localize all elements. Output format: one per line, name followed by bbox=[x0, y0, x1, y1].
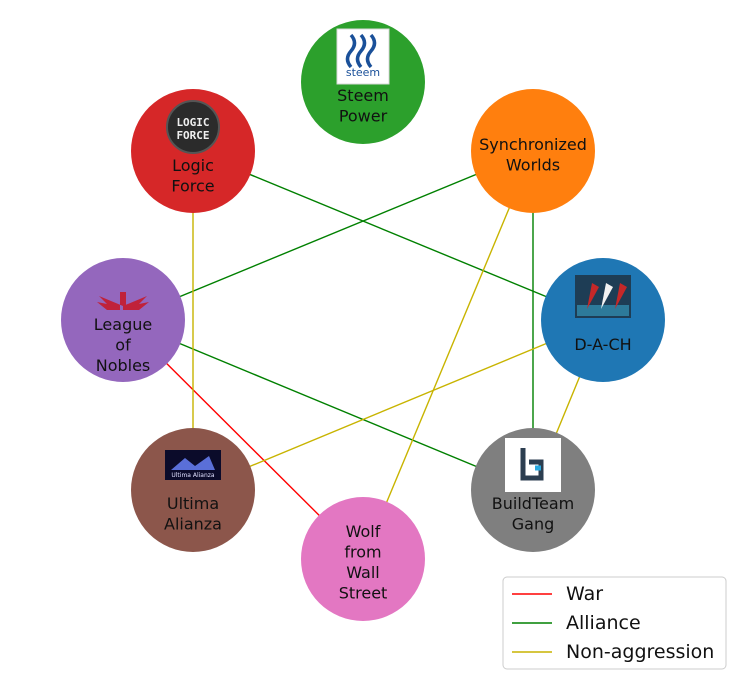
legend-label-war: War bbox=[566, 583, 603, 605]
edge-alliance-logic-dach bbox=[192, 150, 604, 321]
edge-alliance-sync-league bbox=[122, 150, 534, 321]
node-circle-sync bbox=[471, 89, 595, 213]
edge-non-aggression-sync-wolf bbox=[362, 150, 534, 560]
node-circle-wolf bbox=[301, 497, 425, 621]
edge-alliance-league-buildteam bbox=[122, 319, 534, 491]
logic-force-logo-icon bbox=[166, 100, 220, 154]
svg-text:LOGIC: LOGIC bbox=[176, 116, 209, 129]
edge-non-aggression-dach-ultima bbox=[192, 319, 604, 491]
svg-text:FORCE: FORCE bbox=[176, 129, 209, 142]
legend-label-alliance: Alliance bbox=[566, 612, 641, 634]
node-circle-dach bbox=[541, 258, 665, 382]
legend: War Alliance Non-aggression bbox=[502, 576, 727, 670]
node-dach: D-A-CH bbox=[541, 258, 665, 382]
svg-text:Ultima Alianza: Ultima Alianza bbox=[171, 472, 215, 479]
node-label-dach: D-A-CH bbox=[574, 335, 631, 354]
buildteam-logo-icon bbox=[505, 438, 561, 492]
node-circle-league bbox=[61, 258, 185, 382]
legend-box bbox=[502, 576, 727, 670]
legend-label-non-aggression: Non-aggression bbox=[566, 641, 714, 663]
eagle-logo-icon bbox=[97, 292, 149, 310]
svg-text:steem: steem bbox=[346, 66, 380, 79]
node-circle-ultima bbox=[131, 428, 255, 552]
